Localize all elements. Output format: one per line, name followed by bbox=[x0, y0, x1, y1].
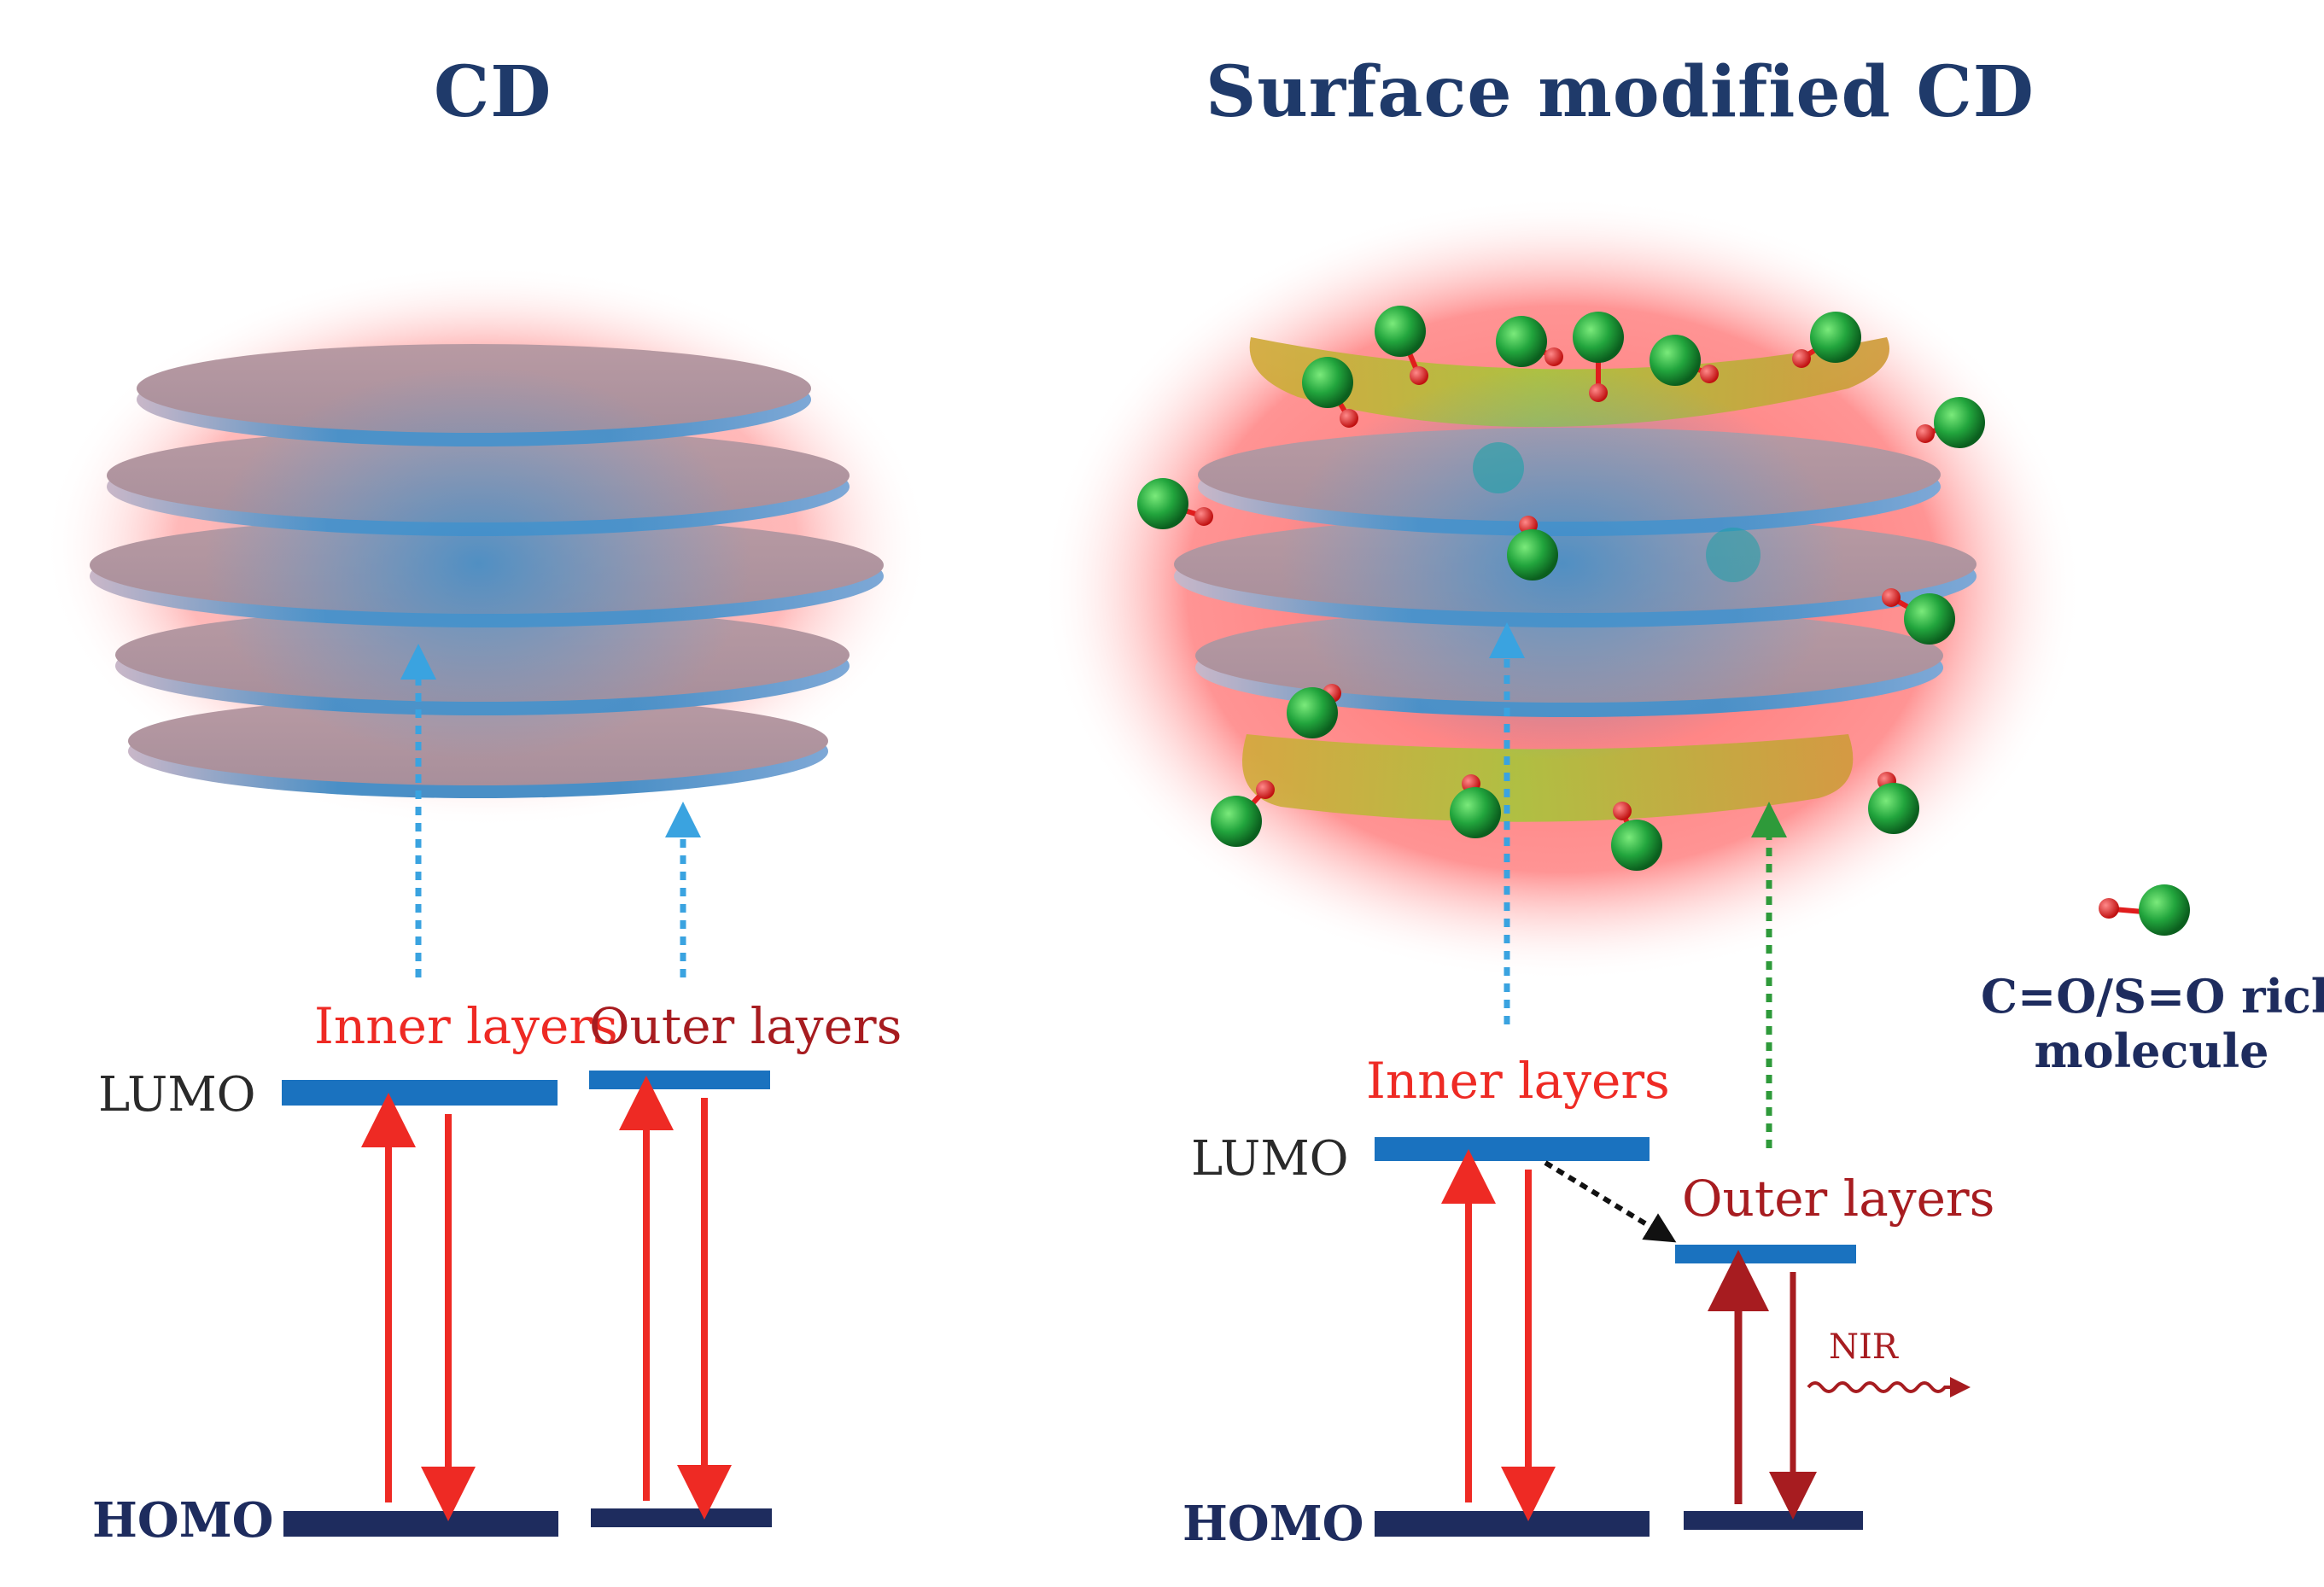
lumo-bar-outer-right bbox=[1675, 1245, 1856, 1263]
surface-molecule bbox=[1302, 357, 1358, 428]
outer-layers-label-right: Outer layers bbox=[1682, 1170, 1995, 1228]
surface-molecule bbox=[1496, 316, 1563, 367]
homo-label-left: HOMO bbox=[92, 1492, 274, 1549]
lumo-bar-outer-left bbox=[589, 1071, 770, 1089]
nir-wavy-arrow bbox=[1807, 1377, 1971, 1397]
core-glow-right bbox=[1281, 367, 1844, 760]
homo-bar-inner-left bbox=[283, 1511, 558, 1537]
transfer-arrow bbox=[1544, 1160, 1677, 1243]
cd-nanoparticle bbox=[43, 265, 931, 828]
homo-bar-inner-right bbox=[1375, 1511, 1650, 1537]
surface-molecule bbox=[1868, 772, 1919, 834]
surface-molecule bbox=[1792, 312, 1861, 368]
surface-molecule bbox=[1882, 588, 1955, 645]
lumo-bar-inner-left bbox=[282, 1080, 558, 1106]
lumo-label-left: LUMO bbox=[98, 1067, 256, 1123]
surface-molecules bbox=[1137, 306, 1985, 871]
surface-molecule bbox=[1137, 478, 1213, 529]
inner-layers-label-left: Inner layers bbox=[314, 997, 618, 1055]
inner-layers-label-right: Inner layers bbox=[1366, 1052, 1670, 1110]
nir-label: NIR bbox=[1829, 1327, 1898, 1367]
outer-layers-label-left: Outer layers bbox=[589, 997, 902, 1055]
legend-molecule-icon bbox=[2099, 884, 2190, 936]
legend-label: C=O/S=O rich molecule bbox=[1981, 969, 2324, 1078]
legend-line-2: molecule bbox=[2034, 1024, 2269, 1078]
title-cd: CD bbox=[434, 51, 552, 133]
core-glow-left bbox=[205, 367, 751, 760]
surface-modified-cd-nanoparticle bbox=[1042, 196, 2083, 982]
surface-molecule bbox=[1611, 802, 1662, 871]
shell-layer-bottom bbox=[1242, 734, 1854, 822]
title-surface-modified-cd: Surface modified CD bbox=[1206, 51, 2035, 133]
surface-molecule bbox=[1211, 780, 1275, 847]
legend-line-1: C=O/S=O rich bbox=[1981, 969, 2324, 1024]
surface-molecule bbox=[1375, 306, 1428, 385]
lumo-label-right: LUMO bbox=[1191, 1131, 1349, 1187]
surface-molecule bbox=[1450, 774, 1501, 838]
surface-molecule bbox=[1916, 397, 1985, 448]
surface-molecule bbox=[1650, 335, 1719, 386]
inner-atom bbox=[1473, 442, 1524, 493]
homo-label-right: HOMO bbox=[1182, 1496, 1364, 1552]
lumo-bar-inner-right bbox=[1375, 1137, 1650, 1161]
inner-atom bbox=[1706, 528, 1761, 582]
homo-bar-outer-left bbox=[591, 1508, 772, 1527]
homo-bar-outer-right bbox=[1684, 1511, 1863, 1530]
surface-molecule bbox=[1287, 684, 1341, 738]
surface-molecule bbox=[1573, 312, 1624, 402]
surface-molecule bbox=[1507, 516, 1558, 581]
